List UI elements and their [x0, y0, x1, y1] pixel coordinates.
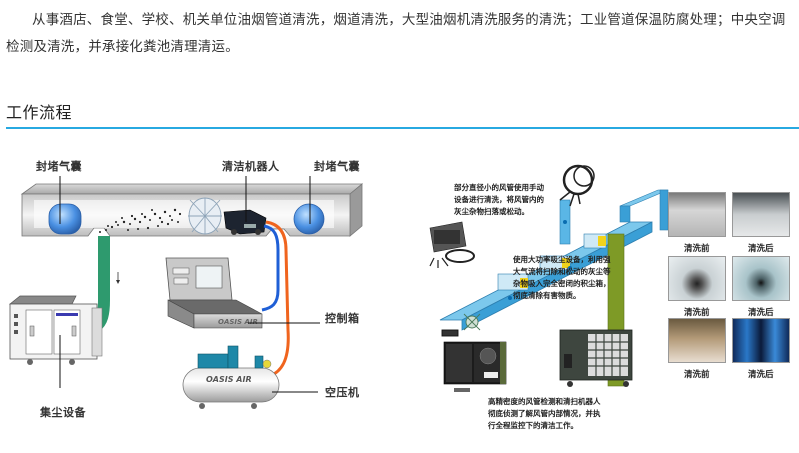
note-line: 杂物吸入完全密闭的积尘箱， [513, 279, 611, 288]
note-line: 行全程监控下的清洁工作。 [488, 421, 578, 430]
label-dust-collector: 集尘设备 [40, 406, 86, 419]
note-robot: 高精密度的风管检测和清扫机器人 彻底侦测了解风管内部情况，并执 行全程监控下的清… [488, 396, 601, 432]
compressor-brand: OASIS AIR [206, 375, 252, 384]
caption-photo-5: 清洗前 [684, 370, 710, 380]
note-line: 彻底清除有害物质。 [513, 291, 581, 300]
caption-photo-2: 清洗后 [748, 244, 774, 254]
label-seal-airbag-right: 封堵气囊 [314, 160, 360, 173]
photo-square-duct-after [732, 192, 790, 237]
note-line: 设备进行清洗，将风管内的 [454, 195, 544, 204]
section-divider [6, 127, 799, 129]
blue-control-cable [261, 224, 280, 312]
dust-particles [99, 208, 182, 233]
section-title: 工作流程 [6, 103, 73, 122]
dust-collector-unit [9, 295, 103, 365]
hvac-duct-cleaning-diagram: 部分直径小的风管使用手动 设备进行清洗，将风管内的 灰尘杂物扫落或松动。 使用大… [420, 150, 799, 450]
air-compressor-unit: OASIS AIR [182, 345, 280, 409]
photo-round-duct-before [668, 256, 726, 301]
seal-airbag-left [48, 203, 82, 235]
duct-cleaning-process-diagram: OASIS AIR OASIS AIR 封堵气囊 清洁机器人 封堵气囊 控制箱 … [0, 150, 400, 450]
label-cleaning-robot: 清洁机器人 [222, 160, 280, 173]
note-suction-device: 使用大功率吸尘设备，利用强 大气流将扫除和松动的灰尘等 杂物吸入完全密闭的积尘箱… [513, 254, 611, 302]
flow-arrow-head [116, 280, 120, 284]
note-line: 大气流将扫除和松动的灰尘等 [513, 267, 611, 276]
photo-round-duct-after [732, 256, 790, 301]
cleaning-robot [223, 209, 267, 235]
photo-square-duct-before [668, 192, 726, 237]
orange-air-hose [265, 220, 290, 378]
manual-cleaning-device [559, 164, 595, 207]
note-line: 高精密度的风管检测和清扫机器人 [488, 397, 601, 406]
intro-paragraph: 从事酒店、食堂、学校、机关单位油烟管道清洗，烟道清洗，大型油烟机清洗服务的清洗；… [6, 12, 786, 55]
caption-photo-4: 清洗后 [748, 308, 774, 318]
caption-photo-6: 清洗后 [748, 370, 774, 380]
label-seal-airbag-left: 封堵气囊 [36, 160, 82, 173]
dust-suction-machine [559, 329, 633, 387]
caption-photo-3: 清洗前 [684, 308, 710, 318]
label-control-box: 控制箱 [325, 312, 360, 325]
label-air-compressor: 空压机 [325, 386, 360, 399]
caption-photo-1: 清洗前 [684, 244, 710, 254]
seal-airbag-right [293, 203, 325, 235]
note-line: 使用大功率吸尘设备，利用强 [513, 255, 611, 264]
note-line: 部分直径小的风管使用手动 [454, 183, 544, 192]
rotating-brush [188, 197, 222, 235]
duct-brush [441, 313, 481, 337]
process-illustration: OASIS AIR OASIS AIR [9, 176, 364, 409]
note-manual-device: 部分直径小的风管使用手动 设备进行清洗，将风管内的 灰尘杂物扫落或松动。 [454, 182, 544, 218]
photo-large-duct-before [668, 318, 726, 363]
ventilation-duct [439, 189, 669, 331]
note-line: 彻底侦测了解风管内部情况，并执 [488, 409, 601, 418]
hvac-illustration [429, 164, 669, 392]
air-duct [20, 183, 364, 237]
control-box-unit: OASIS AIR [165, 257, 263, 329]
photo-large-duct-after [732, 318, 790, 363]
robot-carrying-case [443, 341, 507, 392]
inspection-monitor [429, 221, 475, 268]
note-line: 灰尘杂物扫落或松动。 [454, 207, 529, 216]
control-box-brand: OASIS AIR [218, 318, 258, 326]
